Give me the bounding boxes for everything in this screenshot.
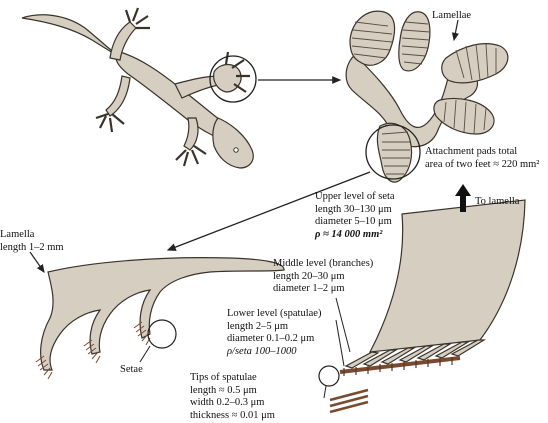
- foot-illustration: [345, 10, 509, 183]
- lamellae-pointer: [451, 19, 459, 42]
- setae-magnify-circle: [147, 319, 177, 349]
- middle-level-label: Middle level (branches) length 20–30 μm …: [273, 258, 374, 295]
- middle-level-pointer: [335, 297, 351, 353]
- setae-label: Setae: [120, 364, 143, 375]
- lower-level-label: Lower level (spatulae) length 2–5 μm dia…: [227, 308, 322, 357]
- to-lamella-arrow: [455, 184, 471, 212]
- seta-illustration: [329, 199, 526, 414]
- tips-label: Tips of spatulae length ≈ 0.5 μm width 0…: [190, 372, 275, 421]
- arrow-to-lamella: [166, 171, 371, 251]
- spatula-magnify-circle: [318, 365, 340, 387]
- gecko-illustration: [21, 7, 254, 169]
- foot-magnify-circle: [209, 55, 257, 103]
- tips-pointer: [323, 385, 327, 399]
- lamellae-label: Lamellae: [432, 10, 472, 21]
- lamella-label: Lamella length 1–2 mm: [0, 229, 64, 253]
- to-lamella-label: To lamella: [475, 196, 520, 207]
- upper-seta-label: Upper level of seta length 30–130 μm dia…: [315, 191, 395, 240]
- setae-pointer: [139, 345, 151, 363]
- toe-magnify-circle: [365, 124, 421, 180]
- lamella-spatulae: [35, 321, 151, 380]
- lower-level-pointer: [335, 319, 345, 367]
- lamella-illustration: [40, 257, 285, 371]
- attachment-label: Attachment pads total area of two feet ≈…: [425, 146, 540, 170]
- lamella-pointer: [29, 251, 45, 273]
